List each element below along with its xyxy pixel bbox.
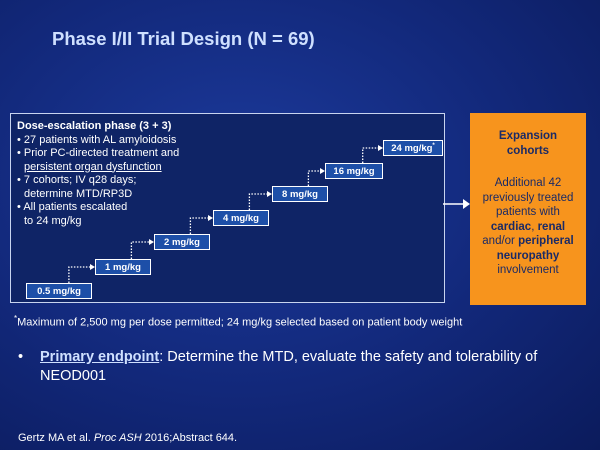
step-arrowhead [267, 191, 272, 197]
dose-level-2: 1 mg/kg [95, 259, 151, 275]
dose-label: 0.5 mg/kg [37, 286, 81, 297]
dose-label: 1 mg/kg [105, 262, 141, 273]
dose-level-7: 24 mg/kg* [383, 140, 443, 156]
dose-label: 4 mg/kg [223, 213, 259, 224]
step-arrowhead [90, 264, 95, 270]
dose-label: 8 mg/kg [282, 189, 318, 200]
dose-level-5: 8 mg/kg [272, 186, 328, 202]
dose-step-arrows [68, 145, 383, 283]
dose-escalation-panel: Dose-escalation phase (3 + 3) • 27 patie… [10, 113, 445, 303]
dose-level-4: 4 mg/kg [213, 210, 269, 226]
panel-arrow-icon [443, 199, 470, 209]
step-connector [68, 266, 91, 283]
bullet-cohorts: • 7 cohorts; IV q28 days;determine MTD/R… [17, 174, 137, 200]
step-connector [130, 241, 150, 259]
dose-escalation-description: Dose-escalation phase (3 + 3) • 27 patie… [17, 120, 227, 228]
step-arrowhead [208, 215, 213, 221]
step-arrowhead [149, 239, 154, 245]
dose-footnote: *Maximum of 2,500 mg per dose permitted;… [14, 314, 463, 329]
step-connector [189, 217, 209, 234]
expansion-description: Additional 42 previously treated patient… [482, 177, 574, 276]
primary-endpoint-bullet: • Primary endpoint: Determine the MTD, e… [18, 349, 538, 384]
dose-label: 24 mg/kg [391, 143, 433, 154]
citation: Gertz MA et al. Proc ASH 2016;Abstract 6… [18, 432, 238, 444]
step-connector [362, 147, 379, 163]
dose-escalation-heading: Dose-escalation phase (3 + 3) [17, 120, 172, 132]
step-connector [307, 170, 321, 186]
dose-level-6: 16 mg/kg [325, 163, 383, 179]
dose-level-1: 0.5 mg/kg [26, 283, 92, 299]
bullet-patients: • 27 patients with AL amyloidosis [17, 133, 177, 146]
primary-endpoint-label: Primary endpoint [40, 349, 160, 365]
step-arrowhead [378, 145, 383, 151]
dose-label: 16 mg/kg [333, 166, 375, 177]
dose-label: 2 mg/kg [164, 237, 200, 248]
dose-marker: * [432, 142, 435, 149]
slide-title: Phase I/II Trial Design (N = 69) [52, 28, 315, 49]
primary-endpoint-text: : Determine the MTD, evaluate the safety… [40, 349, 538, 384]
dose-level-3: 2 mg/kg [154, 234, 210, 250]
step-arrowhead [320, 168, 325, 174]
step-connector [248, 193, 268, 210]
